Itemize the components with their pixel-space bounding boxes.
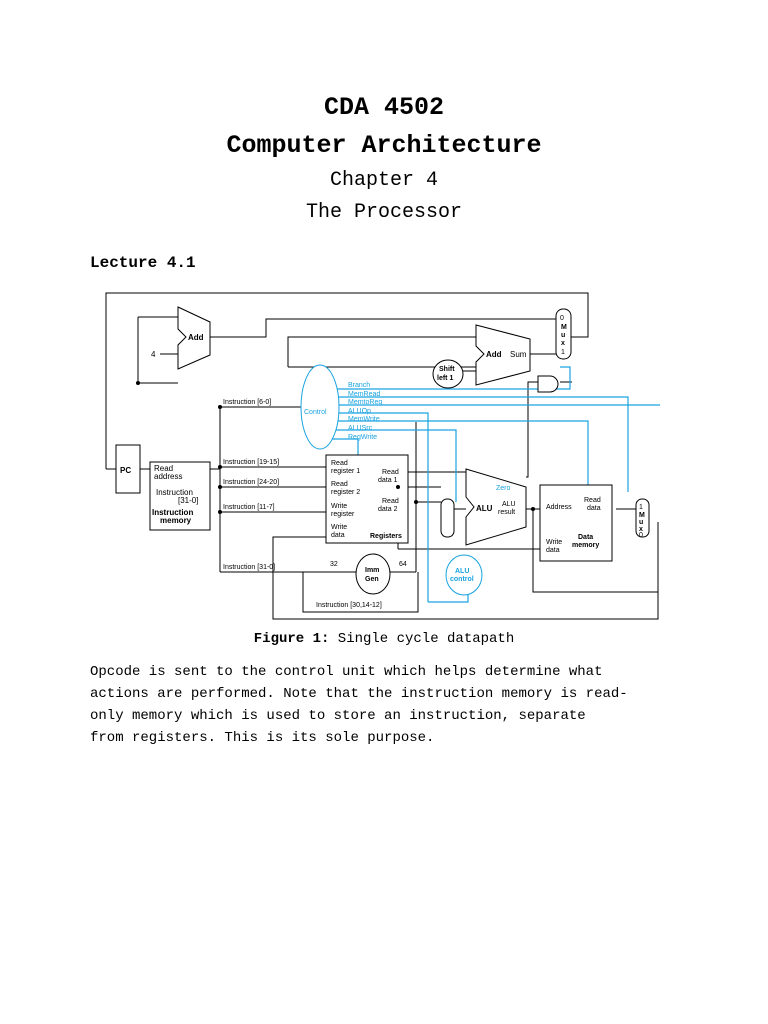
- dmem-data: Data: [578, 534, 593, 541]
- reg-label-10: data 1: [378, 477, 398, 484]
- figure-caption-label: Figure 1:: [253, 631, 330, 647]
- control-label: Control: [304, 409, 327, 416]
- signal-aluop: ALUOp: [348, 408, 371, 415]
- instr-24-20-label: Instruction [24-20]: [223, 479, 279, 486]
- instr-31-0-label: Instruction [31-0]: [223, 564, 275, 571]
- instr-19-15-label: Instruction [19-15]: [223, 459, 279, 466]
- alu-result-label-1: ALU: [502, 501, 516, 508]
- chapter-number: Chapter 4: [329, 169, 439, 192]
- shift-label-1: Shift: [439, 366, 455, 373]
- dmem-address: Address: [546, 504, 572, 511]
- paragraph-line-3: only memory which is used to store an in…: [90, 708, 586, 724]
- alu-label: ALU: [476, 504, 493, 513]
- paragraph-line-4: from registers. This is its sole purpose…: [90, 730, 435, 746]
- mux-right-u: u: [639, 519, 643, 526]
- mux-right-x: x: [639, 526, 643, 533]
- mux-top-0: 0: [560, 315, 564, 322]
- add2-label: Add: [486, 350, 502, 359]
- datapath-figure: Add 4 Add Sum Shift left 1 PC Read addre…: [105, 292, 660, 620]
- imem-label-4: [31-0]: [178, 496, 198, 505]
- signal-branch: Branch: [348, 382, 370, 389]
- shift-label-2: left 1: [437, 375, 453, 382]
- n32-label: 32: [330, 561, 338, 568]
- mux-top-m: M: [561, 324, 567, 331]
- mux-right-1: 1: [639, 504, 643, 511]
- reg-label-3: Read: [331, 481, 348, 488]
- signal-memtoreg: MemtoReg: [348, 399, 382, 406]
- reg-label-1: Read: [331, 460, 348, 467]
- add1-label: Add: [188, 333, 204, 342]
- body-paragraph: Opcode is sent to the control unit which…: [90, 661, 680, 749]
- course-code: CDA 4502: [323, 93, 445, 122]
- reg-label-5: Write: [331, 503, 347, 510]
- dmem-read-data: data: [587, 505, 601, 512]
- reg-label-4: register 2: [331, 489, 360, 496]
- figure-caption: Figure 1: Single cycle datapath: [0, 631, 768, 647]
- alu-result-label-2: result: [498, 509, 515, 516]
- course-name: Computer Architecture: [226, 131, 542, 160]
- reg-label-8: data: [331, 532, 345, 539]
- imem-label-3: Instruction: [156, 488, 193, 497]
- figure-caption-text: Single cycle datapath: [337, 631, 515, 647]
- chapter-title: The Processor: [305, 201, 463, 224]
- instr-6-0-label: Instruction [6-0]: [223, 399, 271, 406]
- alu-control-label-1: ALU: [455, 568, 469, 575]
- imm-label-2: Gen: [365, 576, 379, 583]
- n64-label: 64: [399, 561, 407, 568]
- mux-top-u: u: [561, 332, 565, 339]
- mux-right-m: M: [639, 512, 645, 519]
- mux-top-x: x: [561, 340, 565, 347]
- reg-label-7: Write: [331, 524, 347, 531]
- signal-regwrite: RegWrite: [348, 434, 377, 441]
- reg-label-9: Read: [382, 469, 399, 476]
- reg-label-2: register 1: [331, 468, 360, 475]
- mux-top-1: 1: [561, 349, 565, 356]
- signal-alusrc: ALUSrc: [348, 425, 373, 432]
- alu-control-label-2: control: [450, 576, 474, 583]
- lecture-heading: Lecture 4.1: [90, 254, 196, 272]
- imem-label-5: Instruction: [152, 508, 193, 517]
- instr-30-label: Instruction [30,14-12]: [316, 602, 382, 609]
- dmem-read: Read: [584, 497, 601, 504]
- imem-label-1: Read: [154, 464, 173, 473]
- reg-label-6: register: [331, 511, 355, 518]
- imm-label-1: Imm: [365, 567, 379, 574]
- zero-label: Zero: [496, 485, 511, 492]
- dmem-write-data: data: [546, 547, 560, 554]
- signal-memread: MemRead: [348, 391, 380, 398]
- mux-right-0: 0: [639, 532, 643, 539]
- signal-memwrite: MemWrite: [348, 416, 380, 423]
- reg-label-11: Read: [382, 498, 399, 505]
- reg-label-12: data 2: [378, 506, 398, 513]
- instr-11-7-label: Instruction [11-7]: [223, 504, 275, 511]
- paragraph-line-2: actions are performed. Note that the ins…: [90, 686, 628, 702]
- paragraph-line-1: Opcode is sent to the control unit which…: [90, 664, 603, 680]
- dmem-write: Write: [546, 539, 562, 546]
- four-label: 4: [151, 350, 156, 359]
- dmem-memory: memory: [572, 542, 599, 549]
- pc-label: PC: [120, 466, 131, 475]
- imem-label-6: memory: [160, 516, 192, 525]
- reg-label-13: Registers: [370, 533, 402, 540]
- imem-label-2: address: [154, 472, 182, 481]
- sum-label: Sum: [510, 350, 527, 359]
